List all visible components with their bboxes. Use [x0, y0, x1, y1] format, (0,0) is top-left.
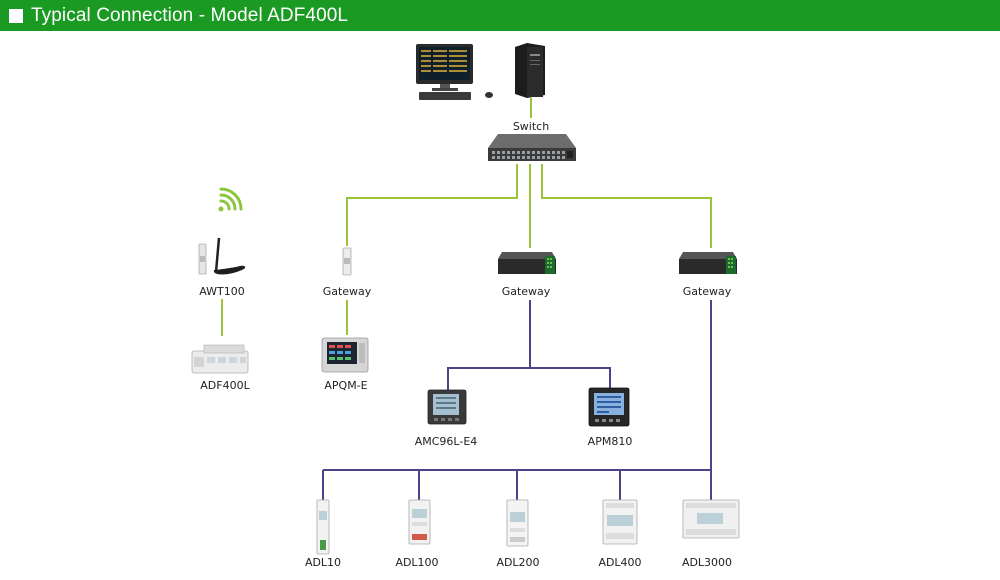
pc-monitor-icon: [416, 44, 473, 91]
apm810-device-icon: [588, 387, 630, 427]
apqm-device-icon: [321, 337, 369, 373]
awt100-device-icon: [198, 237, 246, 275]
awt100-label: AWT100: [199, 285, 245, 298]
wifi-icon: [218, 187, 243, 212]
switch-to-din-gateway-line: [346, 164, 518, 246]
title-bar: Typical Connection - Model ADF400L: [0, 0, 1000, 31]
adl100-device-icon: [408, 499, 431, 545]
network-switch-icon: [488, 134, 576, 161]
ethernet-links: [221, 98, 712, 336]
adl10-device-icon: [316, 499, 330, 555]
rs485-links: [322, 300, 712, 500]
center-gateway-bus-left: [447, 300, 531, 390]
square-bullet-icon: [9, 8, 23, 23]
gateway-right-label: Gateway: [683, 285, 732, 298]
amc96l-label: AMC96L-E4: [415, 435, 478, 448]
center-gateway-bus-right: [530, 367, 611, 390]
gateway-din-device-icon: [342, 247, 352, 276]
gateway-right-device-icon: [679, 252, 737, 274]
switch-to-right-gateway-line: [541, 164, 712, 248]
gateway-din-label: Gateway: [323, 285, 372, 298]
gateway-center-label: Gateway: [502, 285, 551, 298]
adl400-label: ADL400: [598, 556, 641, 569]
page-title: Typical Connection - Model ADF400L: [31, 4, 349, 26]
mouse-icon: [485, 92, 493, 98]
apm810-label: APM810: [588, 435, 633, 448]
keyboard-icon: [419, 92, 471, 100]
amc96l-device-icon: [427, 389, 467, 425]
adl3000-label: ADL3000: [682, 556, 732, 569]
adl100-label: ADL100: [395, 556, 438, 569]
switch-label: Switch: [513, 120, 549, 133]
apqm-label: APQM-E: [324, 379, 367, 392]
adl200-label: ADL200: [496, 556, 539, 569]
adl200-device-icon: [506, 499, 529, 547]
adf400l-device-icon: [191, 344, 249, 374]
adl10-label: ADL10: [305, 556, 341, 569]
server-tower-icon: [515, 43, 545, 98]
adf400l-label: ADF400L: [200, 379, 250, 392]
adl400-device-icon: [602, 499, 638, 545]
gateway-center-device-icon: [498, 252, 556, 274]
adl3000-device-icon: [682, 499, 740, 539]
connection-diagram: Switch AWT100 ADF400L Ga: [191, 43, 740, 569]
